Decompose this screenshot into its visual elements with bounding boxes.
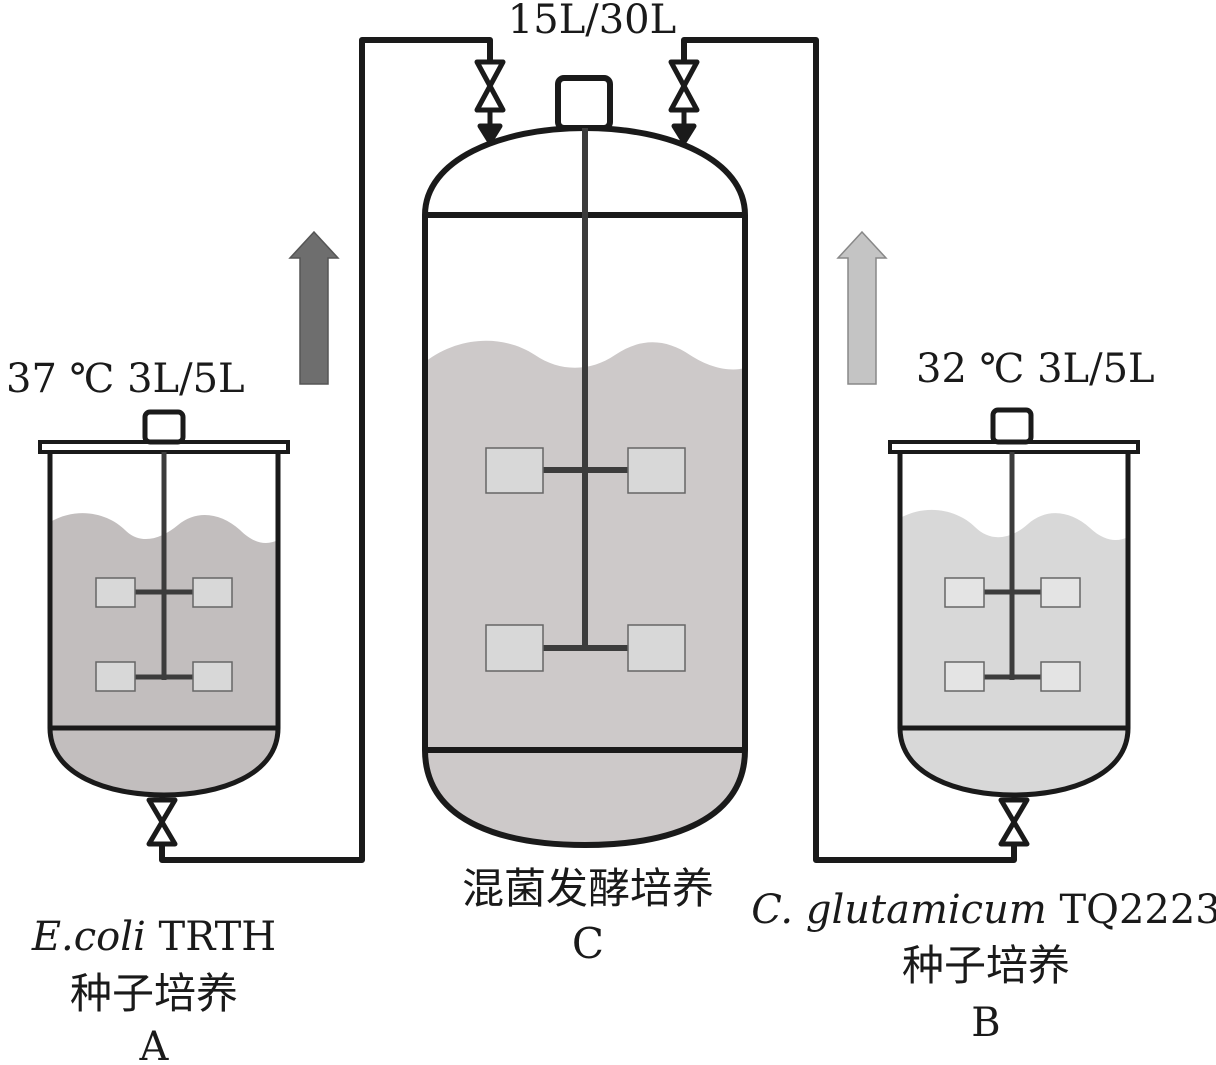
pipe-a-to-c [159, 37, 493, 863]
valve-b-bottom [998, 795, 1030, 847]
pipe-b-to-c [681, 37, 1017, 863]
vessel-a [38, 409, 290, 847]
vessel-b-strain: C. glutamicum TQ2223 [751, 887, 1216, 933]
vessel-b-blade [1040, 661, 1081, 692]
vessel-a-letter: A [139, 1024, 170, 1065]
vessel-a-neck [142, 409, 186, 445]
vessel-a-strain-species: E.coli [31, 914, 146, 960]
vessel-a-strain-code: TRTH [146, 914, 276, 960]
vessel-a-strain: E.coli TRTH [31, 914, 276, 960]
valve-c-right [668, 59, 700, 145]
arrow-up-icon [288, 230, 340, 385]
arrow-up-icon [836, 230, 888, 385]
vessel-c-blade [627, 624, 686, 672]
vessel-b-strain-code: TQ2223 [1047, 887, 1216, 933]
vessel-c-name: 混菌发酵培养 [462, 864, 714, 913]
vessel-c-letter: C [572, 919, 604, 968]
vessel-b-spec: 32 ℃ 3L/5L [916, 346, 1155, 392]
vessel-a-name: 种子培养 [70, 969, 238, 1018]
vessel-b-blade [944, 577, 985, 608]
vessel-b [888, 407, 1140, 847]
valve-c-left [474, 59, 506, 145]
vessel-a-spec: 37 ℃ 3L/5L [6, 356, 245, 402]
vessel-a-blade [95, 661, 136, 692]
vessel-b-blade [944, 661, 985, 692]
pipes [159, 37, 1017, 863]
vessel-c-blade [485, 447, 544, 494]
vessel-c-blade [627, 447, 686, 494]
vessel-b-strain-species: C. glutamicum [751, 887, 1047, 933]
vessel-c-volume: 15L/30L [508, 0, 676, 43]
vessel-a-blade [192, 577, 233, 608]
vessel-b-blade [1040, 577, 1081, 608]
vessel-b-name: 种子培养 [902, 941, 1070, 990]
vessel-b-letter: B [971, 1000, 1000, 1046]
vessel-a-blade [192, 661, 233, 692]
vessel-c-body [422, 215, 748, 849]
valve-a-bottom [146, 795, 178, 847]
vessel-c-blade [485, 624, 544, 672]
vessel-c [421, 75, 749, 849]
vessel-c-neck [555, 75, 613, 131]
vessel-a-blade [95, 577, 136, 608]
vessel-b-neck [990, 407, 1034, 445]
